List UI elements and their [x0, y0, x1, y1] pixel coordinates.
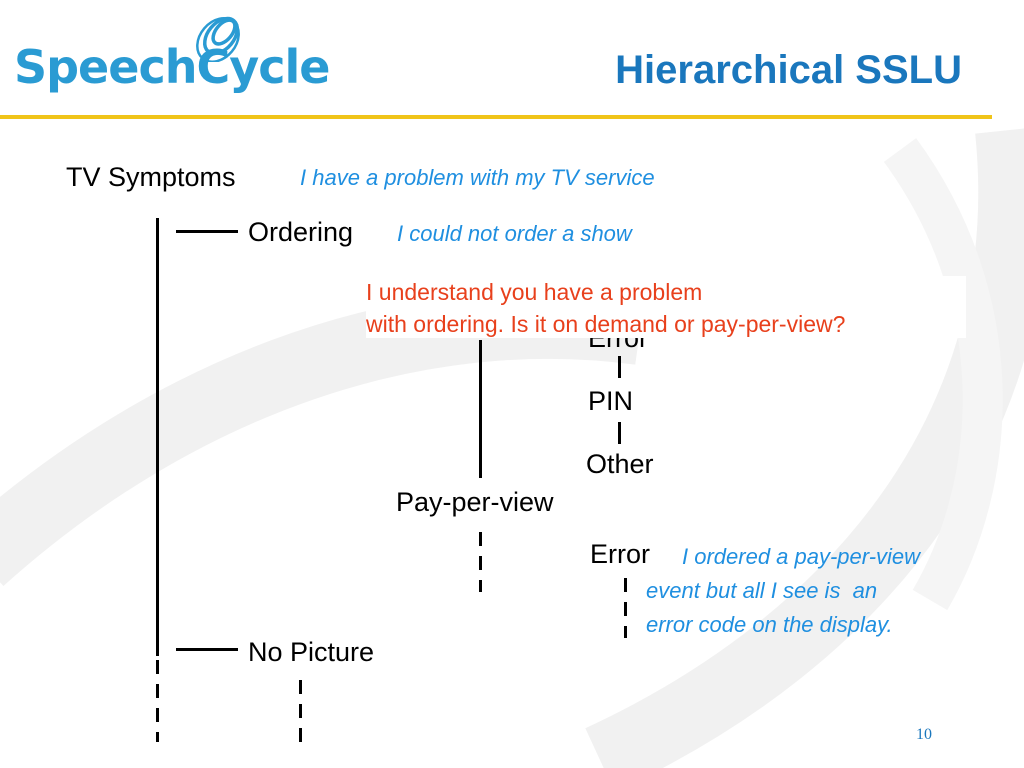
annotation-ppv-error-line: I ordered a pay-per-view: [682, 544, 921, 569]
annotation-tv-symptoms: I have a problem with my TV service: [300, 165, 655, 190]
system-prompt-box: I understand you have a problem with ord…: [366, 276, 966, 338]
node-pay-per-view: Pay-per-view: [396, 487, 554, 517]
page-number: 10: [916, 726, 932, 743]
no-picture-branch-line: [176, 648, 238, 651]
node-no-picture: No Picture: [248, 637, 375, 667]
title-divider: [0, 115, 992, 119]
logo-swirl-icon: [196, 16, 240, 62]
annotation-ppv-error-line: event but all I see is an: [646, 578, 878, 603]
ordering-children-line: [479, 340, 482, 478]
ordering-branch-line: [176, 230, 238, 233]
root-trunk-line: [156, 218, 159, 656]
logo-text: SpeechCycle: [14, 40, 330, 94]
annotation-ppv-error-line: error code on the display.: [646, 612, 893, 637]
node-tv-symptoms: TV Symptoms: [66, 162, 236, 192]
node-pin: PIN: [588, 386, 634, 416]
no-picture-children-line: [299, 680, 302, 742]
error-pin-connector: [618, 356, 621, 378]
node-ordering: Ordering: [248, 217, 354, 247]
annotation-ordering: I could not order a show: [397, 221, 632, 246]
node-other: Other: [586, 449, 654, 479]
annotation-ppv-error: I ordered a pay-per-view event but all I …: [646, 540, 921, 642]
node-error-pay-per-view: Error: [590, 539, 650, 569]
pin-other-connector: [618, 422, 621, 444]
slide-title: Hierarchical SSLU: [615, 48, 962, 92]
root-trunk-continuation: [156, 660, 159, 742]
pay-per-view-children-line: [479, 532, 482, 592]
ppv-error-children-line: [624, 578, 627, 638]
